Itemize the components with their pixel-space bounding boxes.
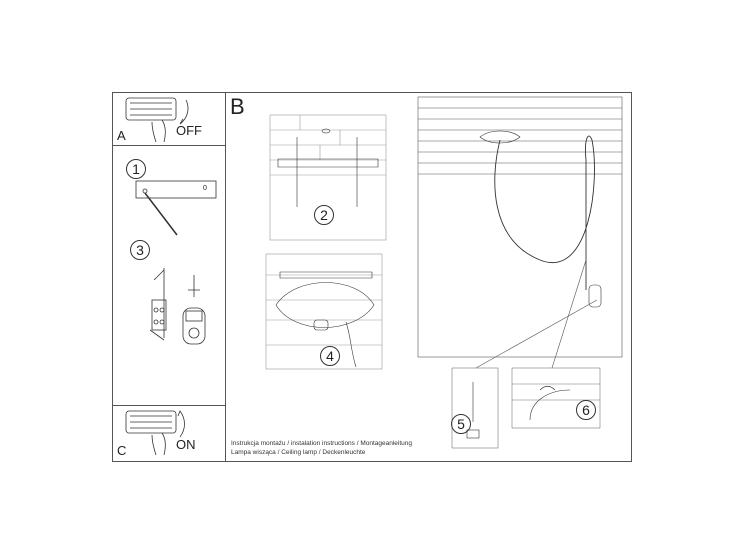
panel-a-letter: A bbox=[117, 128, 126, 143]
instruction-sheet-frame bbox=[112, 92, 632, 462]
step-1-number: 1 bbox=[126, 159, 146, 179]
switch-off-icon bbox=[125, 97, 189, 143]
step-6-number: 6 bbox=[576, 400, 596, 420]
panel-a-switch-off: A OFF bbox=[112, 92, 226, 146]
column-divider bbox=[225, 92, 226, 462]
step-4-number: 4 bbox=[320, 346, 340, 366]
wiring-drawing bbox=[149, 268, 206, 345]
footer-text: Instrukcja montażu / instalation instruc… bbox=[231, 439, 412, 457]
footer-instructions-title: Instrukcja montażu / instalation instruc… bbox=[231, 440, 413, 447]
footer-product-name: Lampa wisząca / Ceiling lamp / Deckenleu… bbox=[231, 449, 366, 456]
panel-a-state: OFF bbox=[176, 123, 202, 138]
panel-b-letter: B bbox=[230, 94, 245, 119]
step2-mounting-drawing bbox=[269, 114, 387, 241]
step-3-number: 3 bbox=[130, 240, 150, 260]
step1-plate-marker: 0 bbox=[203, 185, 207, 192]
step4-canopy-drawing bbox=[265, 253, 383, 370]
switch-on-icon bbox=[125, 410, 185, 456]
step5-detail-drawing bbox=[451, 367, 499, 449]
wall-lamp-drawing bbox=[417, 96, 623, 369]
step-2-number: 2 bbox=[314, 205, 334, 225]
panel-c-state: ON bbox=[176, 437, 196, 452]
step-5-number: 5 bbox=[451, 414, 471, 434]
panel-c-letter: C bbox=[117, 443, 127, 458]
panel-c-switch-on: C ON bbox=[112, 405, 226, 462]
ceiling-plate-drawing bbox=[135, 180, 217, 236]
